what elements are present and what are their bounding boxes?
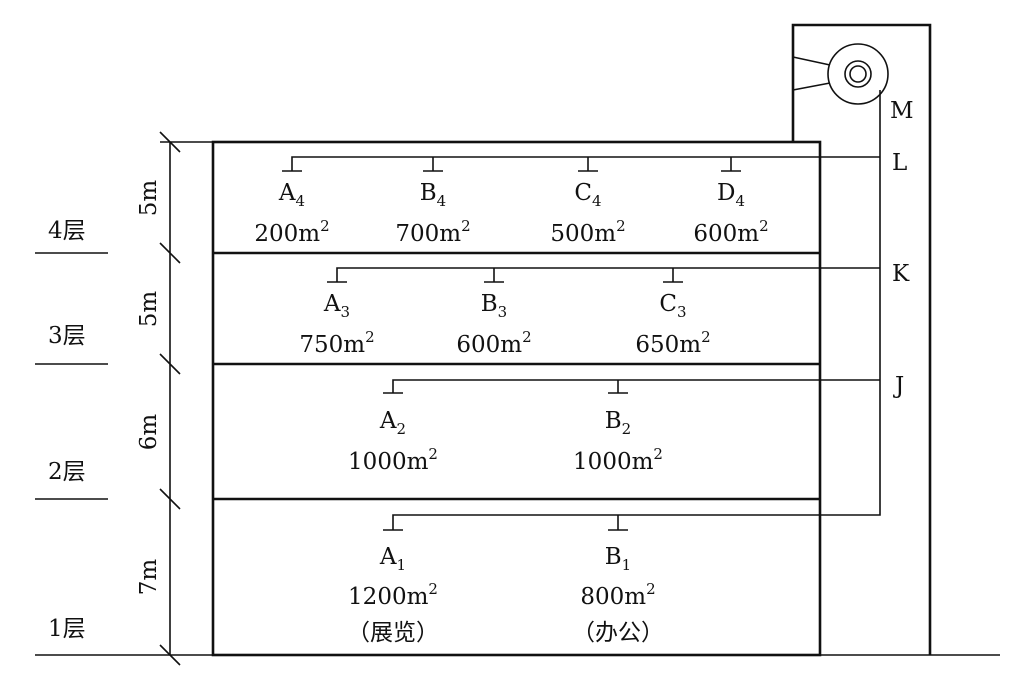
building-outline [211, 140, 822, 657]
branch-duct-2 [392, 379, 880, 393]
zone-name: A3 [323, 291, 350, 321]
riser-duct [392, 90, 881, 530]
zone-name: A2 [379, 408, 406, 438]
floor-label-3: 3层 [48, 323, 86, 349]
zone-area: 800m2 [580, 580, 655, 610]
zone-name: B4 [420, 180, 446, 210]
zone-area: 1200m2 [348, 580, 438, 610]
dimension-ticks [159, 131, 213, 666]
fan-room-outline [791, 23, 932, 655]
zone-area: 1000m2 [348, 445, 438, 475]
zone-name: B2 [605, 408, 631, 438]
height-f1: 7m [136, 559, 162, 596]
zone-name: C4 [574, 180, 601, 210]
zone-area: 700m2 [395, 217, 470, 247]
zone-area: 500m2 [550, 217, 625, 247]
node-j: J [893, 373, 904, 399]
zone-name: A1 [379, 544, 406, 574]
floor-label-1: 1层 [48, 616, 86, 642]
branch-duct-3 [336, 267, 880, 282]
zone-use: （展览） [347, 620, 439, 646]
zone-name: D4 [717, 180, 745, 210]
height-f2: 6m [136, 414, 162, 451]
zone-area: 1000m2 [573, 445, 663, 475]
node-k: K [892, 261, 910, 287]
zone-area: 750m2 [299, 328, 374, 358]
zone-name: B1 [605, 544, 631, 574]
branch-duct-4 [291, 156, 880, 171]
zone-area: 600m2 [456, 328, 531, 358]
floor-label-2: 2层 [48, 459, 86, 485]
zone-area: 600m2 [693, 217, 768, 247]
zone-name: C3 [659, 291, 686, 321]
zone-name: B3 [481, 291, 507, 321]
node-l: L [892, 150, 907, 176]
fan-icon [792, 43, 889, 105]
floor-label-4: 4层 [48, 218, 86, 244]
height-f3: 5m [136, 291, 162, 328]
zone-name: A4 [278, 180, 305, 210]
zone-area: 200m2 [254, 217, 329, 247]
height-f4: 5m [136, 180, 162, 217]
outlet-caps [282, 170, 741, 531]
node-m: M [890, 98, 914, 124]
zone-area: 650m2 [635, 328, 710, 358]
zone-use: （办公） [572, 620, 664, 646]
